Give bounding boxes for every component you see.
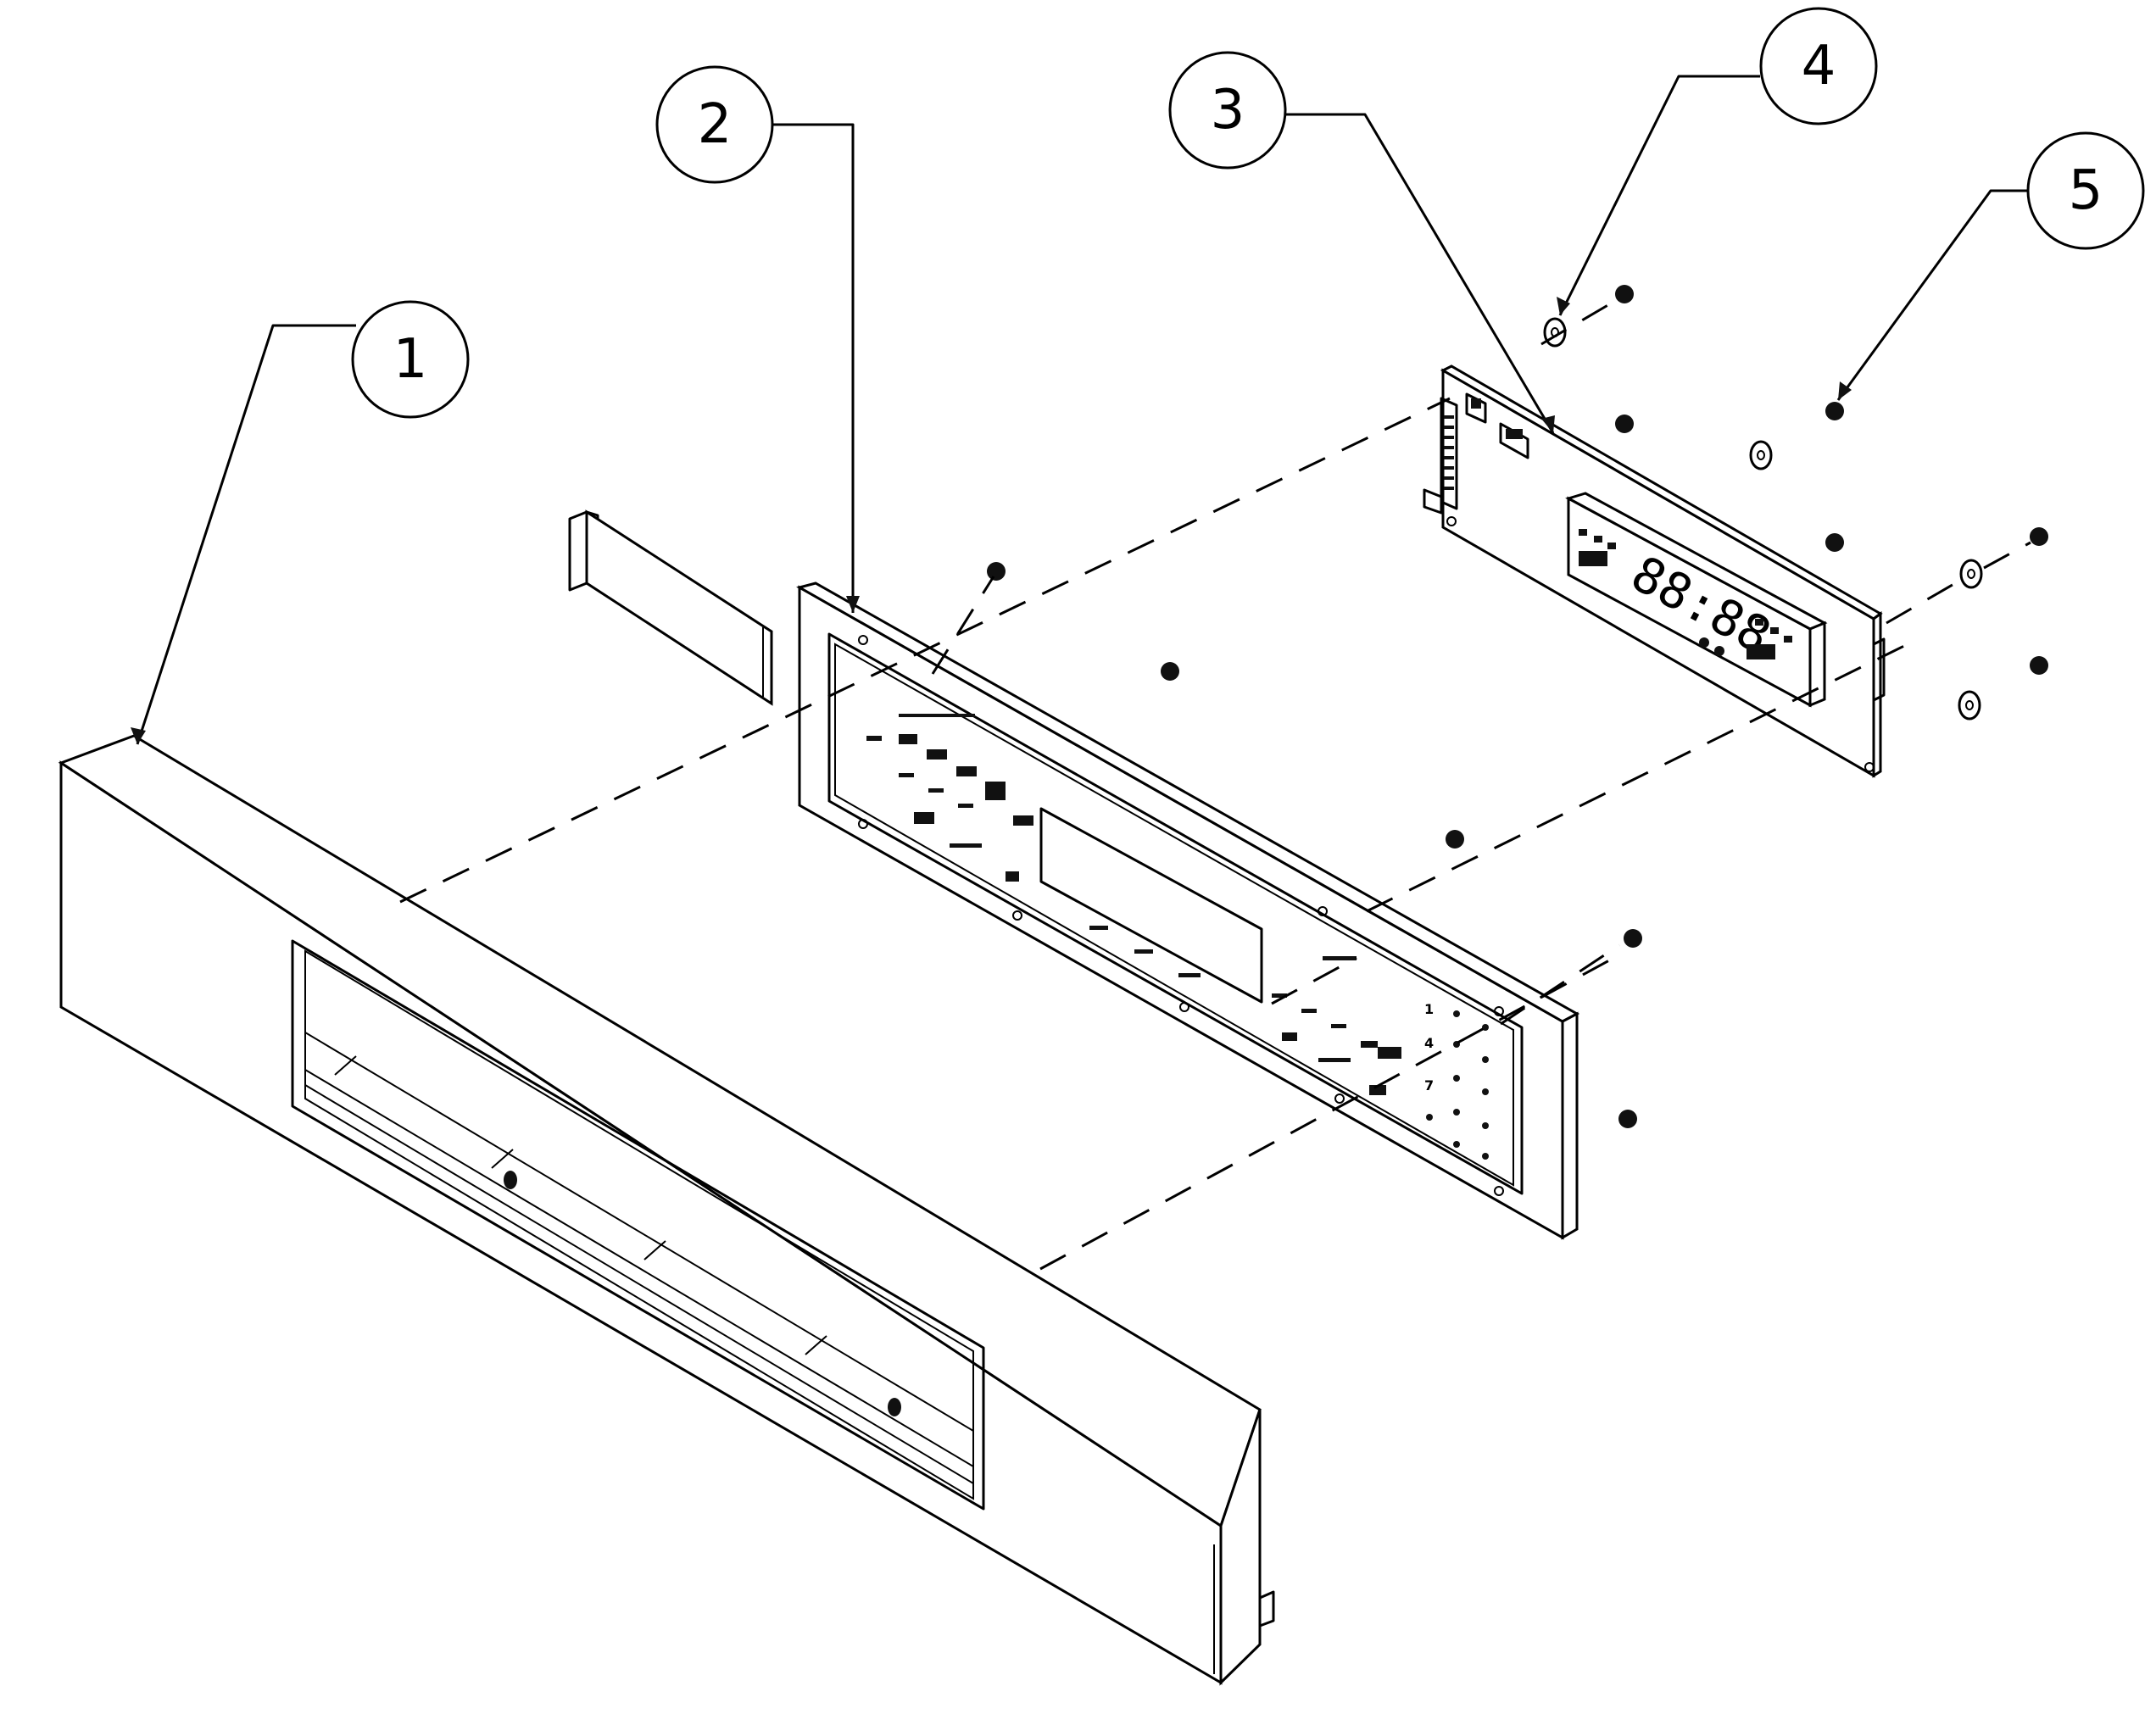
callout-1-label: 1 [393,328,428,391]
part-2-overlay-panel: 1 4 7 [568,509,1580,1240]
callout-2-label: 2 [698,93,733,156]
callout-leaders [131,75,2028,745]
callout-5: 5 [2026,131,2145,250]
callout-4: 4 [1759,7,1878,125]
part-1-front-bezel [58,734,1275,1686]
callout-1: 1 [351,300,470,419]
keypad-legends [866,714,1401,1095]
callout-5-label: 5 [2069,159,2103,222]
keypad-dot-grid [1426,1010,1489,1160]
part-3-control-board: 88:88 [1423,364,1886,778]
part-5-nut-group [987,285,2048,1128]
callout-2: 2 [655,65,774,184]
keypad-digit-4: 4 [1424,1035,1434,1051]
callout-3-label: 3 [1211,79,1245,142]
keypad-digit-7: 7 [1424,1077,1434,1093]
part-4-washer-group [1543,317,1983,721]
callout-3: 3 [1168,51,1287,170]
keypad-digit-1: 1 [1424,1001,1434,1017]
assembly-dashed-lines [399,299,2031,1271]
callout-4-label: 4 [1802,35,1836,97]
